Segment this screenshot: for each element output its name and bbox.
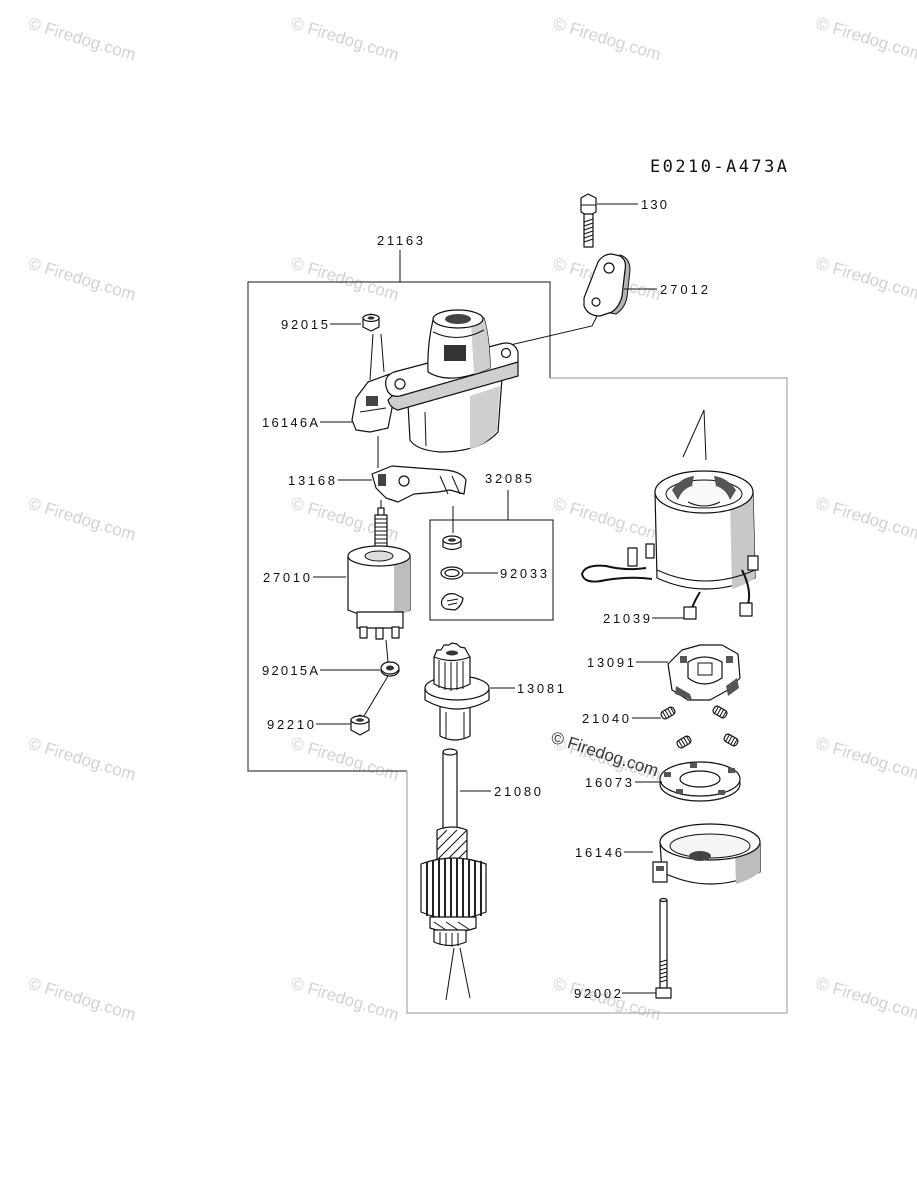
callout-16146A: 16146A bbox=[262, 415, 318, 430]
watermark-text: © Firedog.com bbox=[289, 734, 401, 785]
through-bolt-92002 bbox=[655, 897, 672, 999]
pinion-gear-13081 bbox=[424, 642, 490, 741]
watermark-text: © Firedog.com bbox=[814, 734, 917, 785]
watermark-text: © Firedog.com bbox=[26, 974, 138, 1025]
clip bbox=[440, 593, 464, 611]
watermark-text: © Firedog.com bbox=[551, 14, 663, 65]
callout-92002: 92002 bbox=[574, 986, 621, 1001]
watermark-text: © Firedog.com bbox=[289, 254, 401, 305]
bolt-130 bbox=[580, 193, 597, 248]
assembly-line bbox=[380, 333, 385, 373]
washer-92015A bbox=[380, 661, 400, 677]
armature-21080 bbox=[420, 748, 487, 1001]
spring bbox=[723, 733, 739, 747]
callout-27010: 27010 bbox=[263, 570, 310, 585]
watermark-text: © Firedog.com bbox=[814, 254, 917, 305]
yoke-field-coil-21039 bbox=[580, 409, 759, 620]
callout-13168: 13168 bbox=[288, 473, 335, 488]
bushing bbox=[442, 535, 462, 551]
connection-line bbox=[505, 315, 598, 347]
assembly-line bbox=[385, 639, 389, 663]
watermark-text: © Firedog.com bbox=[26, 494, 138, 545]
callout-27012: 27012 bbox=[660, 282, 708, 297]
brush-springs-21040 bbox=[660, 705, 739, 749]
callout-21163: 21163 bbox=[377, 233, 423, 248]
assembly-outline bbox=[247, 250, 788, 1014]
watermark-text: © Firedog.com bbox=[551, 494, 663, 545]
solenoid-27010 bbox=[347, 507, 411, 640]
callout-21039: 21039 bbox=[603, 611, 650, 626]
diagram-code: E0210-A473A bbox=[650, 157, 787, 177]
watermark-text: © Firedog.com bbox=[814, 974, 917, 1025]
watermark-text: © Firedog.com bbox=[26, 14, 138, 65]
watermark-text: © Firedog.com bbox=[26, 734, 138, 785]
callout-21040: 21040 bbox=[582, 711, 629, 726]
callout-92015: 92015 bbox=[281, 317, 328, 332]
callout-92033: 92033 bbox=[500, 566, 547, 581]
brush-holder-13091 bbox=[667, 644, 741, 701]
watermark-text: © Firedog.com bbox=[26, 254, 138, 305]
starter-housing-16146A bbox=[351, 309, 519, 453]
nut-92210 bbox=[350, 714, 370, 736]
callout-92210: 92210 bbox=[267, 717, 314, 732]
callout-32085: 32085 bbox=[485, 471, 532, 486]
nut-92015 bbox=[362, 313, 380, 332]
watermark-text: © Firedog.com bbox=[289, 14, 401, 65]
spring bbox=[712, 705, 728, 719]
callout-130: 130 bbox=[641, 197, 667, 212]
assembly-line bbox=[369, 333, 374, 381]
o-ring-92033 bbox=[440, 566, 464, 580]
watermark-text: © Firedog.com bbox=[814, 494, 917, 545]
shift-lever-13168 bbox=[371, 465, 467, 503]
kit-box-32085 bbox=[429, 490, 554, 621]
callout-16073: 16073 bbox=[585, 775, 632, 790]
spring bbox=[660, 706, 676, 720]
assembly-line bbox=[363, 675, 389, 717]
brush-plate-16073 bbox=[659, 761, 741, 802]
watermark-text: © Firedog.com bbox=[289, 974, 401, 1025]
callout-21080: 21080 bbox=[494, 784, 541, 799]
callout-92015A: 92015A bbox=[262, 663, 318, 678]
callout-13091: 13091 bbox=[587, 655, 634, 670]
callout-13081: 13081 bbox=[517, 681, 564, 696]
watermark-text: © Firedog.com bbox=[814, 14, 917, 65]
callout-16146: 16146 bbox=[575, 845, 622, 860]
spring bbox=[676, 735, 692, 749]
end-cover-16146 bbox=[652, 823, 761, 885]
bracket-27012 bbox=[583, 253, 631, 317]
